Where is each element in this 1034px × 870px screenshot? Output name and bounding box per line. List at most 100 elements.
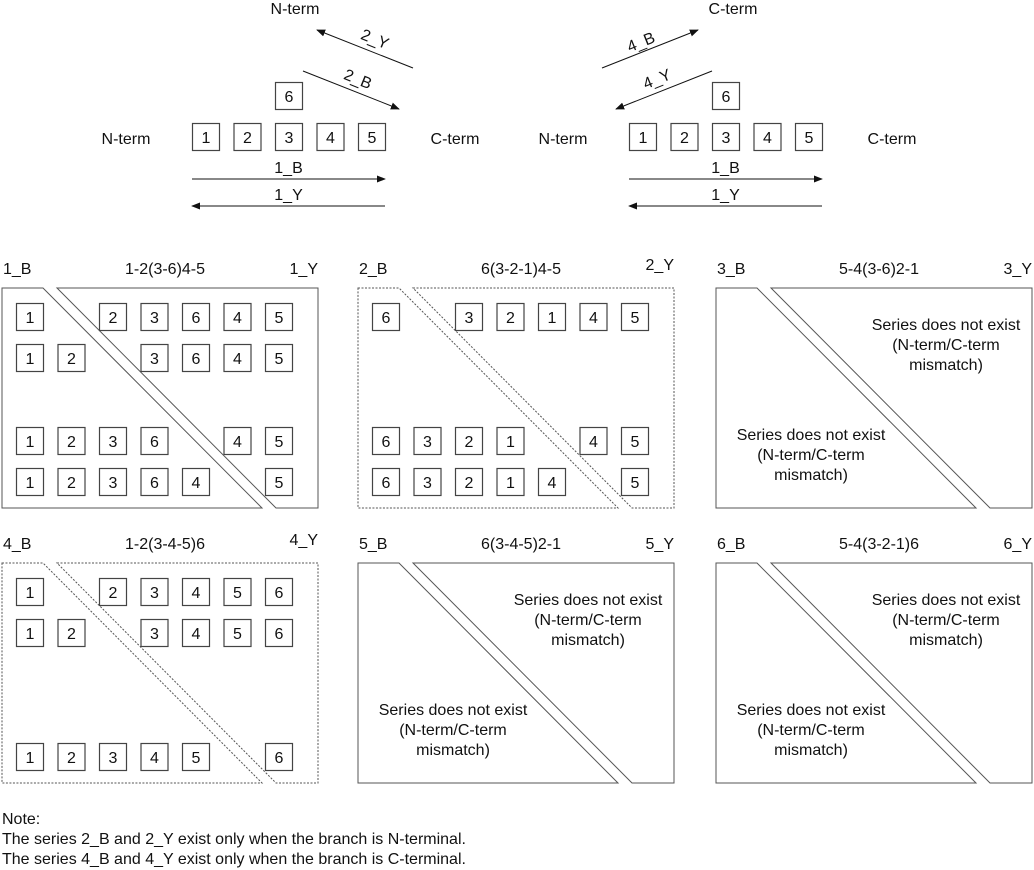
y-fragment-residue: 2	[98, 302, 128, 332]
residue-box-border	[753, 122, 782, 152]
arrow-label-1_B: 1_B	[274, 160, 302, 177]
residue-box-border	[454, 426, 484, 456]
residue-box-border	[223, 343, 252, 373]
residue-label: 4	[763, 130, 772, 147]
b-series-missing-text: mismatch)	[416, 742, 490, 759]
arrow-4_B	[601, 29, 699, 69]
b-fragment-residue: 1	[15, 426, 45, 456]
b-series-region	[715, 562, 978, 784]
residue-label: 1	[26, 585, 35, 602]
residue-label: 2	[243, 130, 252, 147]
residue-box-border	[181, 618, 211, 648]
residue-label: 3	[150, 351, 159, 368]
panel-b-label: 3_B	[717, 261, 745, 278]
b-fragment-residue: 3	[98, 742, 128, 772]
residue-label: 5	[233, 585, 242, 602]
b-fragment-residue: 4	[181, 467, 211, 497]
residue-label: 3	[423, 475, 432, 492]
scheme-residue-3: 3	[711, 122, 741, 152]
y-fragment-residue: 5	[620, 467, 650, 497]
residue-label: 6	[382, 310, 391, 327]
residue-label: 3	[109, 434, 118, 451]
b-fragment-residue: 1	[15, 467, 45, 497]
residue-label: 6	[275, 626, 284, 643]
b-series-region	[1, 287, 264, 509]
y-fragment-residue: 2	[98, 577, 128, 607]
residue-label: 5	[368, 130, 377, 147]
residue-label: 4	[192, 626, 201, 643]
residue-box-border	[413, 467, 442, 497]
panel-y-label: 1_Y	[290, 261, 319, 278]
residue-label: 1	[202, 130, 211, 147]
residue-label: 5	[275, 475, 284, 492]
b-series-missing-text: mismatch)	[774, 742, 848, 759]
residue-box-border	[191, 122, 221, 152]
note-heading: Note:	[2, 811, 41, 828]
residue-box-border	[15, 302, 45, 332]
b-series-missing-text: (N-term/C-term	[399, 722, 507, 739]
residue-label: 5	[192, 750, 201, 767]
residue-box-border	[57, 343, 86, 373]
residue-label: 1	[548, 310, 557, 327]
b-series-missing-text: mismatch)	[774, 467, 848, 484]
y-fragment-residue: 5	[264, 467, 294, 497]
residue-label: 4	[192, 585, 201, 602]
y-fragment-residue: 4	[181, 577, 211, 607]
panel-title: 1-2(3-6)4-5	[125, 261, 205, 278]
y-series-region	[55, 287, 319, 509]
arrow-2_B	[302, 70, 400, 110]
b-fragment-residue: 2	[454, 426, 484, 456]
residue-box-border	[454, 467, 484, 497]
y-fragment-residue: 3	[140, 577, 169, 607]
arrow-label-1_Y: 1_Y	[711, 187, 740, 204]
b-fragment-residue: 3	[98, 426, 128, 456]
residue-label: 2	[67, 351, 76, 368]
residue-label: 6	[382, 475, 391, 492]
note-block: Note: The series 2_B and 2_Y exist only …	[2, 810, 466, 870]
residue-box-border	[233, 122, 262, 152]
residue-label: 5	[631, 475, 640, 492]
residue-box-border	[57, 742, 86, 772]
y-series-missing-text: (N-term/C-term	[892, 612, 1000, 629]
residue-label: 2	[67, 434, 76, 451]
b-series-missing-text: Series does not exist	[737, 427, 886, 444]
residue-label: 4	[233, 434, 242, 451]
residue-label: 5	[275, 434, 284, 451]
panel-y-label: 4_Y	[290, 532, 319, 549]
residue-box-border	[57, 426, 86, 456]
residue-label: 6	[192, 310, 201, 327]
residue-label: 1	[26, 434, 35, 451]
y-fragment-residue: 1	[537, 302, 567, 332]
residue-box-border	[223, 618, 252, 648]
b-fragment-residue: 2	[454, 467, 484, 497]
b-fragment-residue: 2	[57, 426, 86, 456]
residue-label: 1	[506, 475, 515, 492]
y-series-missing-text: (N-term/C-term	[534, 612, 642, 629]
y-fragment-residue: 3	[454, 302, 484, 332]
residue-box-border	[15, 577, 45, 607]
residue-label: 3	[465, 310, 474, 327]
y-fragment-residue: 6	[264, 618, 294, 648]
b-fragment-residue: 2	[57, 343, 86, 373]
panel-y-label: 6_Y	[1004, 536, 1033, 553]
b-series-missing-text: (N-term/C-term	[757, 447, 865, 464]
residue-label: 1	[506, 434, 515, 451]
residue-label: 4	[150, 750, 159, 767]
residue-box-border	[620, 426, 650, 456]
residue-label: 2	[109, 310, 118, 327]
residue-box-border	[413, 426, 442, 456]
panel-b-label: 1_B	[3, 261, 31, 278]
residue-label: 6	[150, 434, 159, 451]
y-fragment-residue: 5	[620, 302, 650, 332]
arrow-label-1_B: 1_B	[711, 160, 739, 177]
residue-box-border	[140, 343, 169, 373]
residue-box-border	[620, 302, 650, 332]
residue-label: 2	[109, 585, 118, 602]
residue-box-border	[181, 467, 211, 497]
y-fragment-residue: 4	[223, 343, 252, 373]
y-series-region	[769, 562, 1033, 784]
